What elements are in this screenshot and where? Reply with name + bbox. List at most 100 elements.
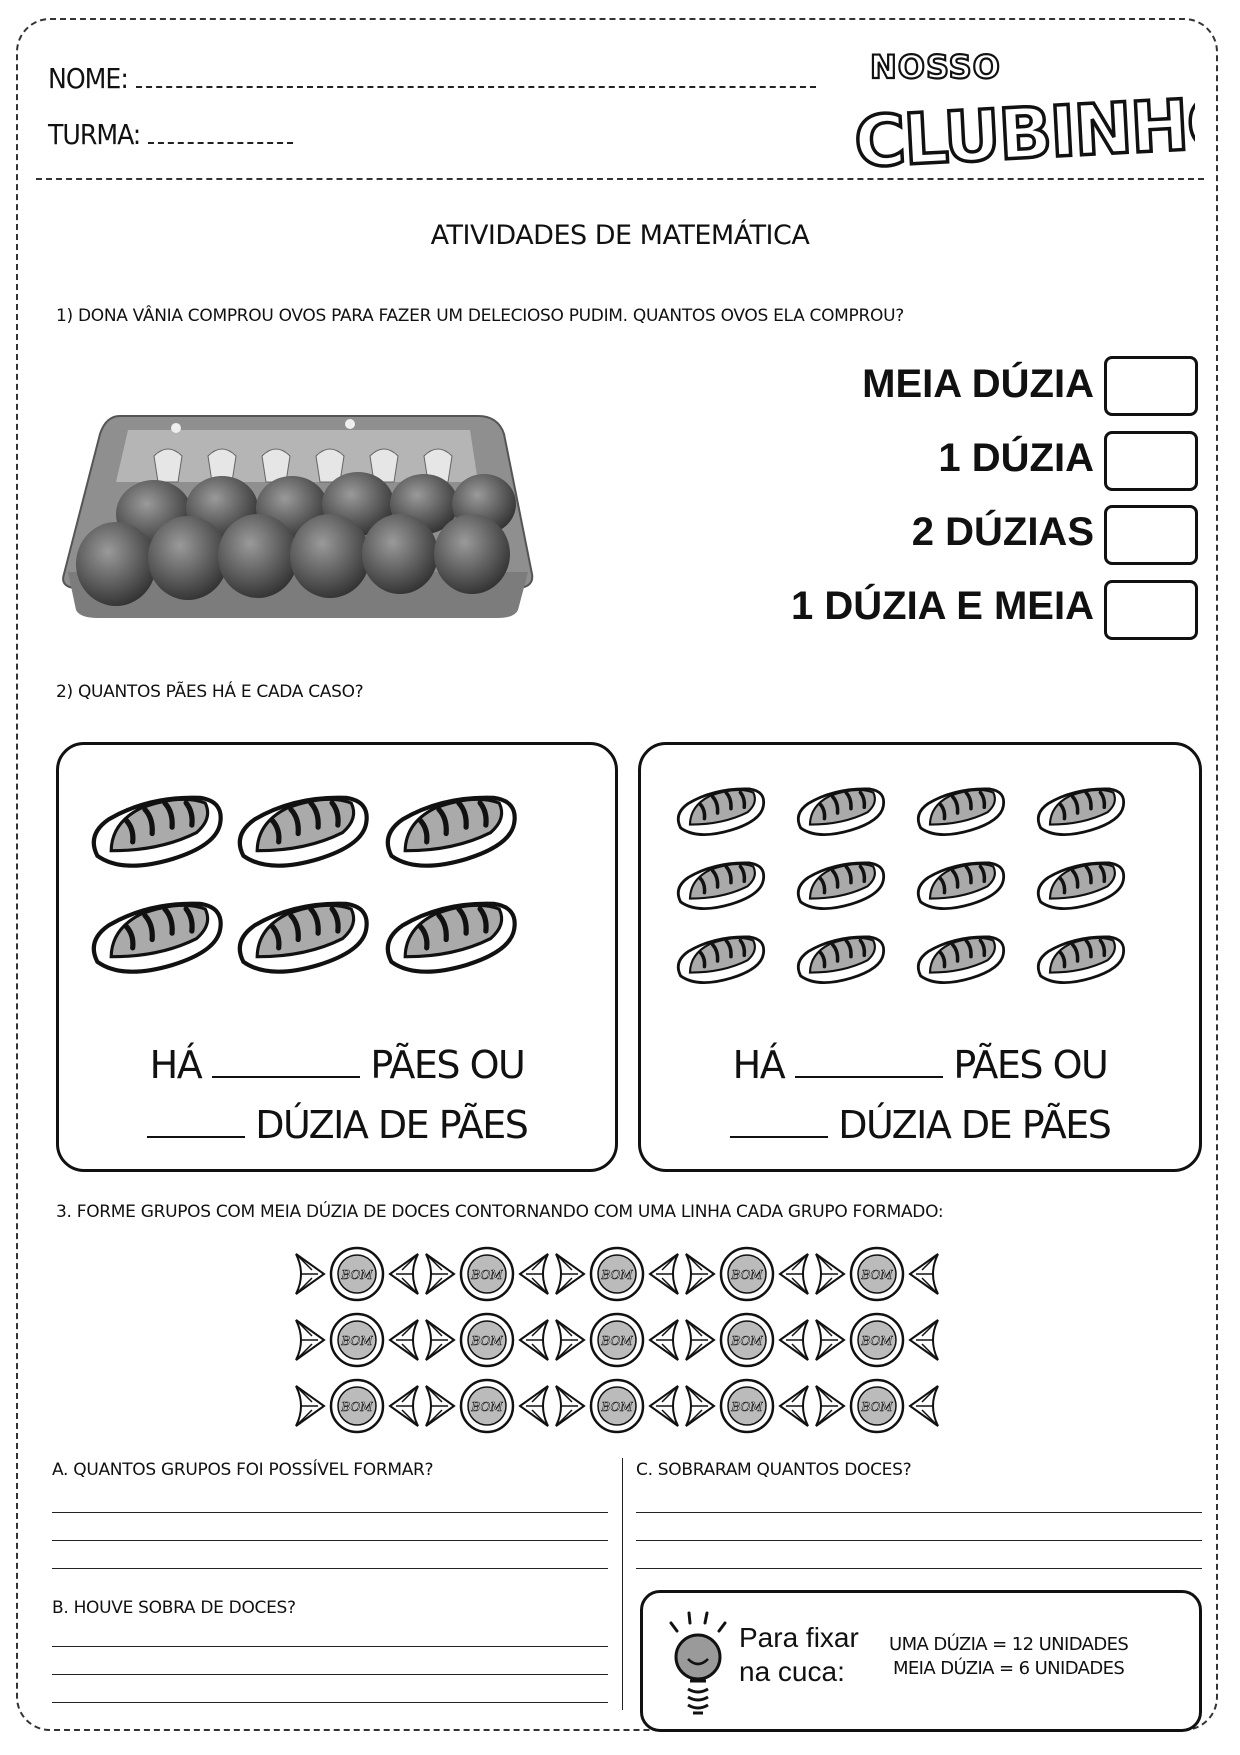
answer-line-a2[interactable] — [52, 1540, 608, 1541]
turma-label: TURMA: — [48, 118, 141, 151]
candy-label: BOM — [340, 1268, 373, 1282]
bread-count-blank[interactable] — [211, 1048, 360, 1078]
candy-label: BOM — [730, 1268, 763, 1282]
logo-main-text: CLUBINHO — [852, 81, 1195, 170]
candy-label: BOM — [600, 1400, 633, 1414]
bread-count-line: HÁ PÃES OU — [59, 1043, 615, 1087]
answer-column-divider — [622, 1458, 623, 1710]
candy-label: BOM — [600, 1334, 633, 1348]
candy-label: BOM — [860, 1268, 893, 1282]
candy-icon: BOM — [685, 1378, 809, 1434]
bread-group-6 — [91, 795, 517, 974]
dozen-count-blank[interactable] — [146, 1108, 245, 1138]
candy-icon: BOM — [815, 1378, 939, 1434]
answer-line-b2[interactable] — [52, 1674, 608, 1675]
candy-icon: BOM — [555, 1312, 679, 1368]
answer-line-c3[interactable] — [636, 1568, 1202, 1569]
candy-icon: BOM — [815, 1312, 939, 1368]
dozen-count-line: DÚZIA DE PÃES — [59, 1103, 615, 1147]
question-3c-text: C. SOBRARAM QUANTOS DOCES? — [636, 1460, 912, 1480]
bread-icon — [91, 901, 223, 974]
candy-icon: BOM — [295, 1312, 419, 1368]
candy-icon: BOM — [815, 1246, 939, 1302]
candy-icon: BOM — [295, 1246, 419, 1302]
bread-panel-right: HÁ PÃES OU DÚZIA DE PÃES — [638, 742, 1202, 1172]
nome-label: NOME: — [48, 62, 129, 95]
bread-icon — [237, 901, 369, 974]
question-1-text: 1) DONA VÂNIA COMPROU OVOS PARA FAZER UM… — [56, 306, 904, 326]
option-2-duzias: 2 DÚZIAS — [911, 510, 1094, 554]
question-3b-text: B. HOUVE SOBRA DE DOCES? — [52, 1598, 296, 1618]
bread-icon — [237, 795, 369, 868]
answer-line-c1[interactable] — [636, 1512, 1202, 1513]
logo-top-text: NOSSO — [870, 48, 1001, 86]
candy-label: BOM — [470, 1400, 503, 1414]
candy-icon: BOM — [555, 1378, 679, 1434]
answer-line-c2[interactable] — [636, 1540, 1202, 1541]
bread-icon — [796, 935, 886, 984]
checkbox-meia-duzia[interactable] — [1104, 356, 1198, 416]
bread-icon — [916, 861, 1006, 910]
candy-label: BOM — [600, 1268, 633, 1282]
bread-panel-left: HÁ PÃES OU DÚZIA DE PÃES — [56, 742, 618, 1172]
candy-label: BOM — [860, 1400, 893, 1414]
header-divider — [36, 178, 1204, 180]
tip-box: Para fixar na cuca: UMA DÚZIA = 12 UNIDA… — [640, 1590, 1202, 1732]
answer-line-a3[interactable] — [52, 1568, 608, 1569]
paes-ou-label: PÃES OU — [370, 1043, 525, 1087]
turma-blank[interactable] — [148, 138, 294, 144]
tip-label: Para fixar na cuca: — [739, 1621, 859, 1689]
ha-label: HÁ — [149, 1043, 203, 1087]
bread-icon — [796, 787, 886, 836]
answer-line-b1[interactable] — [52, 1646, 608, 1647]
candy-label: BOM — [730, 1400, 763, 1414]
bread-count-line: HÁ PÃES OU — [641, 1043, 1199, 1087]
option-1-duzia-e-meia: 1 DÚZIA E MEIA — [791, 584, 1094, 628]
dozen-count-line: DÚZIA DE PÃES — [641, 1103, 1199, 1147]
candy-icon: BOM — [425, 1378, 549, 1434]
candy-label: BOM — [470, 1268, 503, 1282]
dozen-count-blank[interactable] — [729, 1108, 828, 1138]
answer-line-a1[interactable] — [52, 1512, 608, 1513]
tip-label-line2: na cuca: — [739, 1656, 845, 1687]
question-3-text: 3. FORME GRUPOS COM MEIA DÚZIA DE DOCES … — [56, 1202, 944, 1222]
tip-fact-2: MEIA DÚZIA = 6 UNIDADES — [892, 1658, 1125, 1679]
candy-label: BOM — [730, 1334, 763, 1348]
nosso-clubinho-logo: NOSSO CLUBINHO — [851, 47, 1195, 170]
answer-line-b3[interactable] — [52, 1702, 608, 1703]
page-title: ATIVIDADES DE MATEMÁTICA — [430, 220, 810, 251]
bread-icon — [1036, 861, 1126, 910]
nome-field[interactable]: NOME: — [48, 62, 816, 95]
page-frame — [16, 18, 1218, 1731]
checkbox-1-duzia-e-meia[interactable] — [1104, 580, 1198, 640]
tip-facts: UMA DÚZIA = 12 UNIDADES MEIA DÚZIA = 6 U… — [889, 1633, 1129, 1681]
lightbulb-icon — [669, 1611, 727, 1715]
bread-icon — [91, 795, 223, 868]
question-2-text: 2) QUANTOS PÃES HÁ E CADA CASO? — [56, 682, 364, 702]
candy-icon: BOM — [425, 1246, 549, 1302]
tip-label-line1: Para fixar — [739, 1622, 859, 1653]
option-meia-duzia: MEIA DÚZIA — [862, 362, 1094, 406]
candy-icon: BOM — [685, 1312, 809, 1368]
ha-label: HÁ — [732, 1043, 786, 1087]
bread-icon — [1036, 935, 1126, 984]
duzia-de-paes-label: DÚZIA DE PÃES — [255, 1103, 529, 1147]
checkbox-2-duzias[interactable] — [1104, 505, 1198, 565]
tip-fact-1: UMA DÚZIA = 12 UNIDADES — [889, 1634, 1129, 1655]
nome-blank[interactable] — [135, 82, 816, 88]
bread-icon — [385, 901, 517, 974]
candy-label: BOM — [340, 1400, 373, 1414]
candy-icon: BOM — [555, 1246, 679, 1302]
checkbox-1-duzia[interactable] — [1104, 431, 1198, 491]
candy-label: BOM — [340, 1334, 373, 1348]
bread-group-12 — [676, 787, 1126, 984]
candy-grid: BOM BOM BOM BOM BOM BOM BOM BOM BOM BOM BOM BOM BOM B… — [295, 1246, 939, 1434]
bread-icon — [916, 935, 1006, 984]
turma-field[interactable]: TURMA: — [48, 118, 294, 151]
candy-label: BOM — [470, 1334, 503, 1348]
egg-carton-image — [62, 415, 534, 618]
candy-icon: BOM — [685, 1246, 809, 1302]
bread-count-blank[interactable] — [794, 1048, 943, 1078]
paes-ou-label: PÃES OU — [953, 1043, 1108, 1087]
duzia-de-paes-label: DÚZIA DE PÃES — [838, 1103, 1112, 1147]
